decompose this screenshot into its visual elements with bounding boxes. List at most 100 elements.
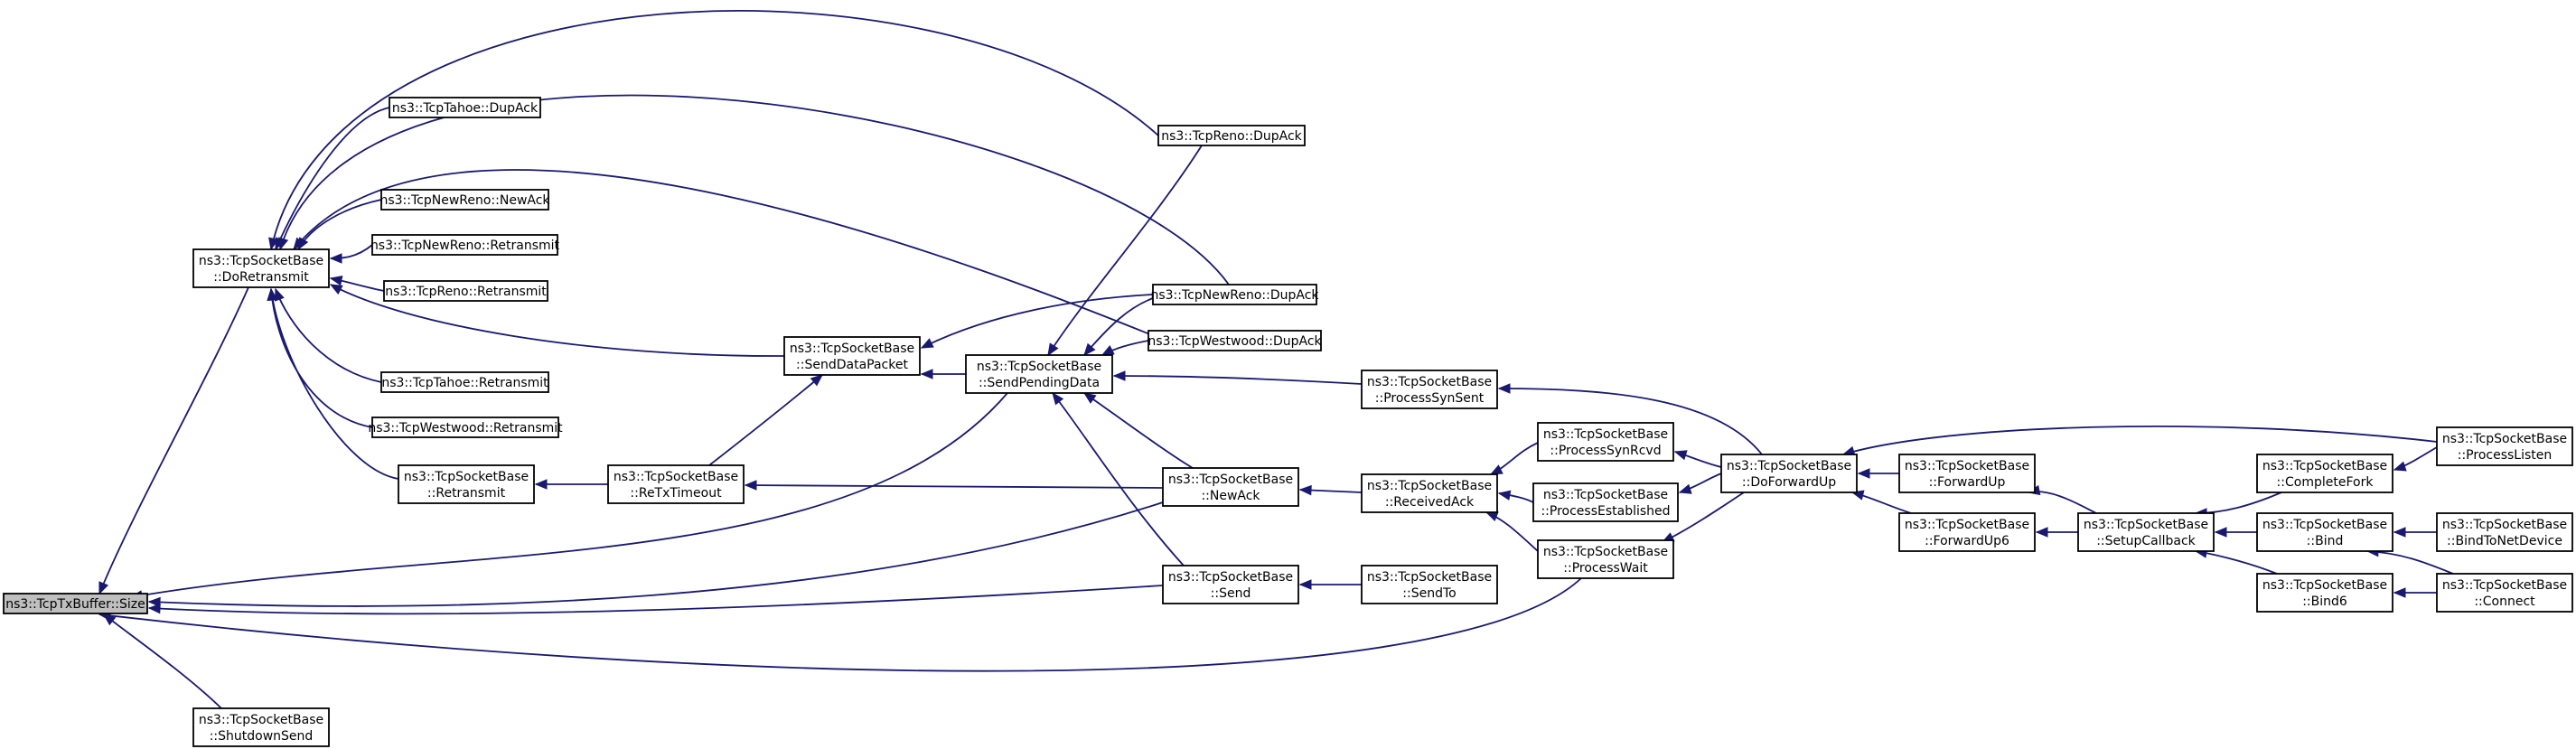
node-bind6[interactable]: ns3::TcpSocketBase::Bind6: [2256, 573, 2393, 613]
node-newAck[interactable]: ns3::TcpSocketBase::NewAck: [1162, 467, 1299, 507]
node-box: [192, 707, 330, 747]
node-label: ns3::TcpNewReno::Retransmit: [370, 239, 560, 253]
node-doForwardUp[interactable]: ns3::TcpSocketBase::DoForwardUp: [1720, 454, 1858, 493]
node-processWait[interactable]: ns3::TcpSocketBase::ProcessWait: [1537, 539, 1674, 579]
edge-line: [1083, 297, 1154, 356]
edge-processEstablished-to-receivedAck: [1497, 490, 1534, 503]
node-send[interactable]: ns3::TcpSocketBase::Send: [1162, 565, 1299, 604]
node-label: ns3::TcpSocketBase: [1543, 427, 1668, 442]
edge-arrowhead: [1082, 392, 1097, 404]
node-label: ns3::TcpSocketBase: [1543, 545, 1668, 559]
node-renoRetransmit[interactable]: ns3::TcpReno::Retransmit: [383, 280, 548, 302]
edge-line: [148, 501, 1166, 607]
edge-arrowhead: [1485, 511, 1499, 521]
edge-arrowhead: [278, 237, 289, 251]
node-label: ::DoForwardUp: [1742, 475, 1836, 490]
edge-arrowhead: [2393, 461, 2407, 472]
node-sendTo[interactable]: ns3::TcpSocketBase::SendTo: [1361, 565, 1498, 604]
node-sbRetransmit[interactable]: ns3::TcpSocketBase::Retransmit: [398, 464, 535, 504]
node-box: [1537, 539, 1674, 579]
edge-newAck-to-sendPendingData: [1082, 392, 1194, 469]
edge-tahoeDupAck-to-doRetransmit: [275, 107, 390, 251]
node-westwoodRetransmit[interactable]: ns3::TcpWestwood::Retransmit: [368, 417, 563, 438]
edge-arrowhead: [920, 338, 934, 349]
edge-line: [275, 107, 390, 250]
edge-processWait-to-receivedAck: [1485, 511, 1539, 552]
node-forwardUp[interactable]: ns3::TcpSocketBase::ForwardUp: [1898, 454, 2036, 493]
edge-shutdownSend-to-root: [102, 613, 222, 709]
node-label: ns3::TcpSocketBase: [2442, 578, 2567, 593]
node-connect[interactable]: ns3::TcpSocketBase::Connect: [2436, 573, 2573, 613]
edge-line: [270, 10, 1159, 250]
node-label: ns3::TcpSocketBase: [199, 254, 323, 268]
node-label: ns3::TcpReno::Retransmit: [385, 285, 547, 299]
node-newRenoDupAck[interactable]: ns3::TcpNewReno::DupAck: [1150, 284, 1319, 305]
node-sendDataPacket[interactable]: ns3::TcpSocketBase::SendDataPacket: [783, 336, 921, 376]
node-box: [783, 336, 921, 376]
node-box: [2436, 512, 2573, 552]
node-completeFork[interactable]: ns3::TcpSocketBase::CompleteFork: [2256, 454, 2393, 493]
node-label: ns3::TcpSocketBase: [614, 470, 738, 484]
node-reTxTimeout[interactable]: ns3::TcpSocketBase::ReTxTimeout: [607, 464, 745, 504]
node-box: [965, 354, 1113, 394]
node-label: ns3::TcpSocketBase: [2442, 432, 2567, 446]
node-root[interactable]: ns3::TcpTxBuffer::Size: [3, 593, 148, 614]
node-label: ns3::TcpSocketBase: [2262, 459, 2387, 473]
node-label: ::Send: [1211, 586, 1251, 601]
node-newRenoNewAck[interactable]: ns3::TcpNewReno::NewAck: [379, 189, 550, 211]
edge-arrowhead: [2393, 527, 2406, 538]
node-box: [380, 189, 549, 211]
edge-newRenoDupAck-to-doRetransmit: [278, 94, 1230, 286]
node-doRetransmit[interactable]: ns3::TcpSocketBase::DoRetransmit: [192, 248, 330, 288]
edge-westwoodDupAck-to-doRetransmit: [293, 169, 1166, 342]
node-box: [2256, 573, 2393, 613]
edge-line: [130, 392, 1008, 598]
edge-arrowhead: [810, 374, 823, 387]
node-forwardUp6[interactable]: ns3::TcpSocketBase::ForwardUp6: [1898, 512, 2036, 552]
node-renoDupAck[interactable]: ns3::TcpReno::DupAck: [1157, 125, 1306, 146]
node-newRenoRetransmit[interactable]: ns3::TcpNewReno::Retransmit: [370, 234, 560, 256]
edge-arrowhead: [2214, 527, 2227, 538]
edge-tahoeRetransmit-to-doRetransmit: [275, 287, 382, 383]
node-box: [1361, 370, 1498, 409]
node-box: [2256, 454, 2393, 493]
node-bindToNetDevice[interactable]: ns3::TcpSocketBase::BindToNetDevice: [2436, 512, 2573, 552]
node-label: ns3::TcpSocketBase: [1543, 488, 1668, 502]
edge-line: [148, 585, 1164, 615]
edge-arrowhead: [329, 284, 343, 295]
node-setupCallback[interactable]: ns3::TcpSocketBase::SetupCallback: [2077, 512, 2215, 552]
node-label: ::CompleteFork: [2277, 475, 2375, 490]
node-processSynRcvd[interactable]: ns3::TcpSocketBase::ProcessSynRcvd: [1537, 422, 1674, 462]
edge-send-to-sendPendingData: [1052, 391, 1185, 566]
node-label: ::ProcessWait: [1563, 561, 1648, 576]
node-receivedAck[interactable]: ns3::TcpSocketBase::ReceivedAck: [1361, 473, 1498, 513]
edge-arrowhead: [1857, 468, 1870, 479]
edge-arrowhead: [920, 369, 933, 379]
edge-line: [297, 199, 382, 250]
node-label: ns3::TcpSocketBase: [977, 360, 1101, 374]
edge-arrowhead: [1678, 483, 1692, 494]
node-label: ::SetupCallback: [2096, 534, 2196, 548]
edge-setupCallback-to-forwardUp6: [2035, 527, 2078, 538]
edge-line: [745, 484, 1164, 489]
edge-sbRetransmit-to-doRetransmit: [267, 287, 399, 480]
edge-bind6-to-setupCallback: [2194, 548, 2278, 575]
node-box: [1157, 125, 1306, 146]
node-tahoeDupAck[interactable]: ns3::TcpTahoe::DupAck: [389, 97, 541, 118]
node-shutdownSend[interactable]: ns3::TcpSocketBase::ShutdownSend: [192, 707, 330, 747]
node-processEstablished[interactable]: ns3::TcpSocketBase::ProcessEstablished: [1532, 482, 1679, 522]
node-sendPendingData[interactable]: ns3::TcpSocketBase::SendPendingData: [965, 354, 1113, 394]
node-label: ns3::TcpNewReno::NewAck: [379, 193, 550, 208]
node-westwoodDupAck[interactable]: ns3::TcpWestwood::DupAck: [1147, 330, 1323, 351]
node-bind[interactable]: ns3::TcpSocketBase::Bind: [2256, 512, 2393, 552]
edge-line: [279, 94, 1230, 286]
node-processSynSent[interactable]: ns3::TcpSocketBase::ProcessSynSent: [1361, 370, 1498, 409]
edge-arrowhead: [1083, 342, 1096, 356]
node-processListen[interactable]: ns3::TcpSocketBase::ProcessListen: [2436, 426, 2573, 466]
edge-arrowhead: [1298, 579, 1312, 590]
node-label: ::Bind: [2307, 534, 2344, 548]
node-label: ns3::TcpSocketBase: [1367, 570, 1492, 585]
node-box: [1152, 284, 1317, 305]
node-tahoeRetransmit[interactable]: ns3::TcpTahoe::Retransmit: [380, 371, 549, 393]
edge-line: [330, 284, 785, 357]
